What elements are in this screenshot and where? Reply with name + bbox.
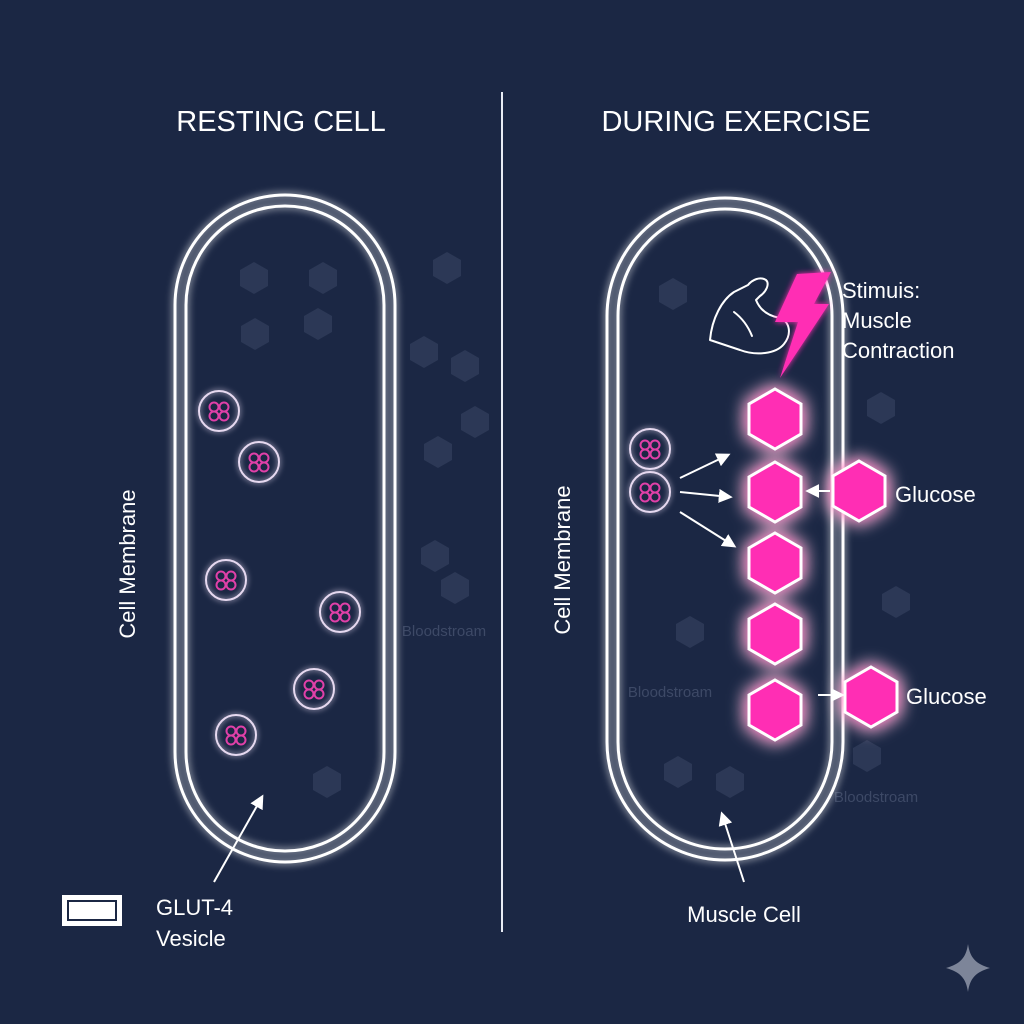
vesicles-exercise (629, 428, 671, 513)
background-hexagon (867, 392, 895, 424)
background-hexagon (659, 278, 687, 310)
legend-line-2: Vesicle (156, 926, 226, 951)
legend-pointer-arrow (213, 794, 264, 883)
glut4-vesicle (238, 441, 280, 483)
glut4-transporter (747, 460, 803, 524)
background-hexagon (882, 586, 910, 618)
glut4-transporter (747, 531, 803, 595)
background-hexagon (304, 308, 332, 340)
background-hexagon (461, 406, 489, 438)
background-hexagon (433, 252, 461, 284)
background-hexagon (424, 436, 452, 468)
exercise-title: DURING EXERCISE (601, 106, 870, 138)
stimulus-line-3: Contraction (842, 338, 955, 363)
stimulus-line-2: Muscle (842, 308, 912, 333)
arrow (679, 488, 733, 503)
background-hexagon (451, 350, 479, 382)
background-hexagon (240, 262, 268, 294)
glut4-vesicle (198, 390, 240, 432)
glut4-vesicle (293, 668, 335, 710)
resting-cell-membrane (173, 193, 397, 864)
glut4-vesicle (319, 591, 361, 633)
glut4-transporter (747, 602, 803, 666)
bloodstream-label-left: Bloodstroam (402, 623, 486, 640)
stimulus-line-1: Stimuis: (842, 278, 920, 303)
cell-membrane-label-left: Cell Membrane (115, 489, 140, 638)
flexed-arm-icon (709, 277, 790, 355)
legend-line-1: GLUT-4 (156, 895, 233, 920)
background-hexagons-left (240, 252, 489, 798)
translocation-arrows (679, 453, 737, 548)
background-hexagon (309, 262, 337, 294)
glut4-transporter (747, 678, 803, 742)
arrow (679, 511, 737, 548)
glut4-vesicle (215, 714, 257, 756)
exercise-cell-membrane (605, 196, 845, 862)
background-hexagon (313, 766, 341, 798)
stimulus-label: Stimuis: Muscle Contraction (842, 278, 955, 363)
glucose-molecule (831, 459, 887, 523)
vesicles-resting (198, 390, 361, 756)
background-hexagons-right (659, 278, 910, 798)
lightning-bolt-icon (775, 272, 831, 378)
background-hexagon (664, 756, 692, 788)
legend-swatch-inner (67, 900, 117, 921)
arrow (679, 453, 731, 479)
glut4-transporter (747, 387, 803, 451)
cell-membrane-label-right: Cell Membrane (550, 485, 575, 634)
glut4-vesicle (205, 559, 247, 601)
background-hexagon (716, 766, 744, 798)
muscle-cell-label: Muscle Cell (687, 902, 801, 927)
glucose-label-2: Glucose (906, 684, 987, 709)
background-hexagon (410, 336, 438, 368)
glucose-arrows (805, 484, 845, 702)
background-hexagon (853, 740, 881, 772)
muscle-cell-pointer-arrow (718, 811, 745, 883)
background-hexagon (676, 616, 704, 648)
bloodstream-label-right-1: Bloodstroam (628, 684, 712, 701)
background-hexagon (241, 318, 269, 350)
glut4-vesicle (629, 428, 671, 470)
glut4-vesicle (629, 471, 671, 513)
glucose-molecules (831, 459, 899, 729)
membrane-transporters (747, 387, 803, 742)
sparkle-icon (946, 944, 990, 992)
resting-title: RESTING CELL (176, 106, 386, 138)
glucose-molecule (843, 665, 899, 729)
background-hexagon (421, 540, 449, 572)
background-hexagon (441, 572, 469, 604)
glucose-label-1: Glucose (895, 482, 976, 507)
bloodstream-label-right-2: Bloodstroam (834, 789, 918, 806)
